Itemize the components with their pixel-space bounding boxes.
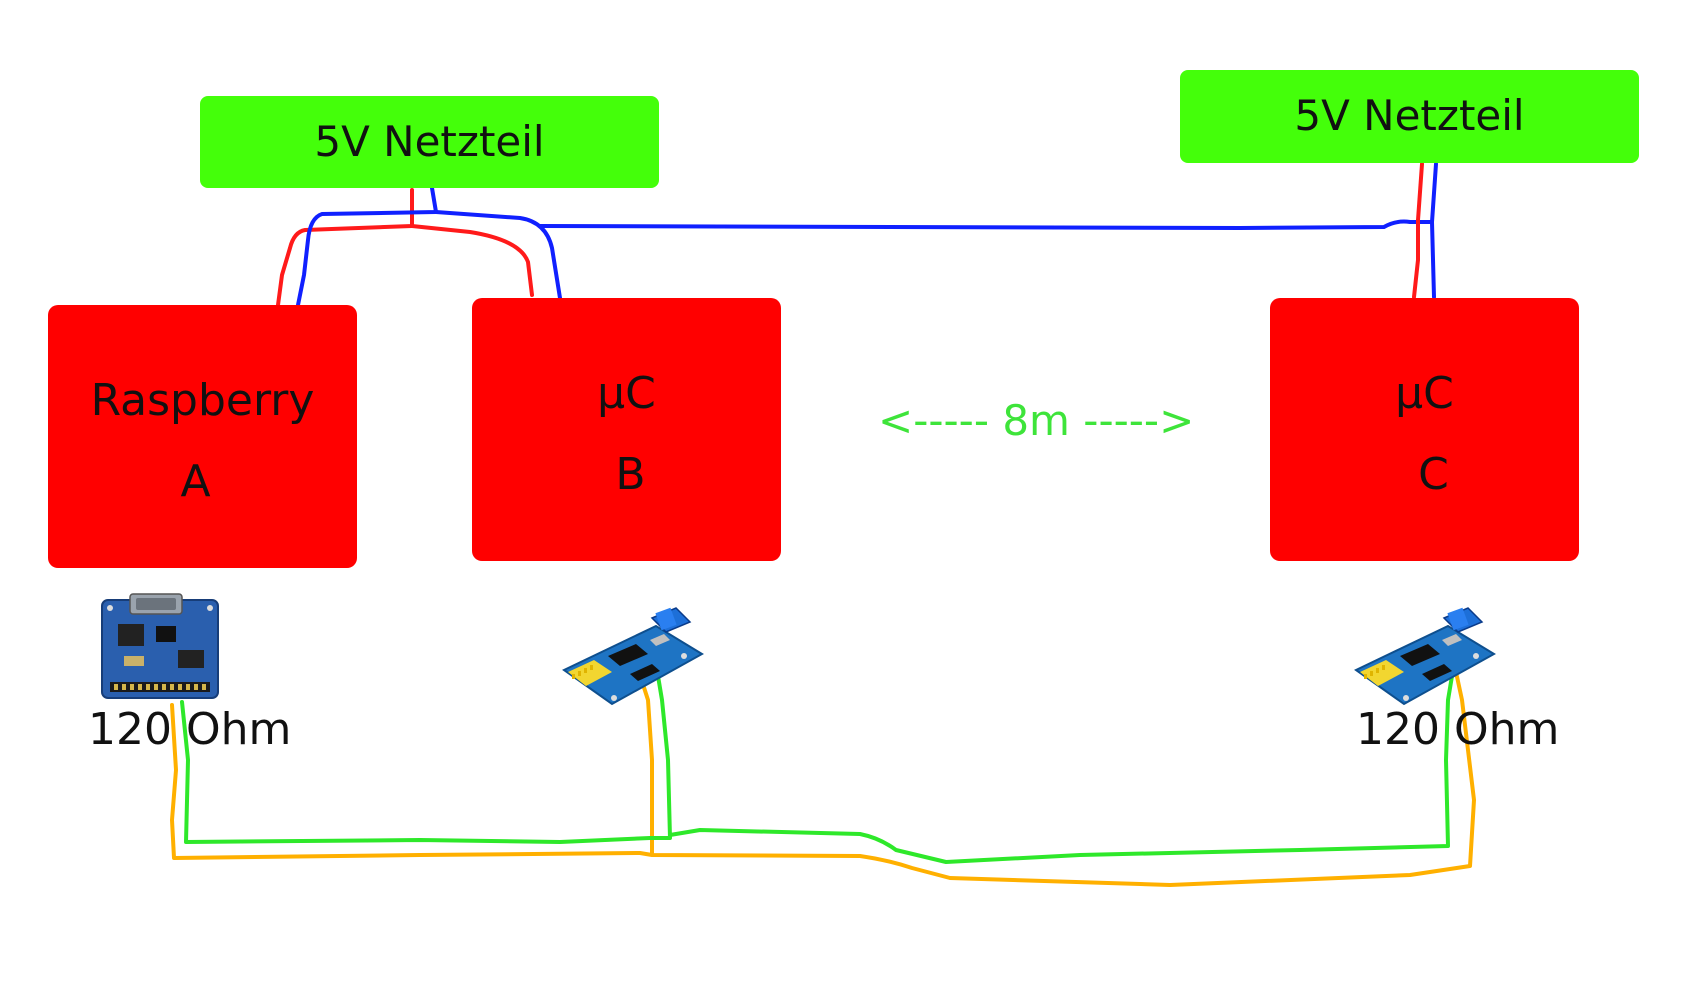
power-wire-blue-trunk <box>538 219 1432 230</box>
terminator-label-c: 120 Ohm <box>1356 704 1560 755</box>
can-hat-module-a-icon <box>101 593 219 699</box>
node-b-id: B <box>615 448 646 500</box>
can-module-c-icon <box>1354 607 1496 706</box>
node-a-id: A <box>180 455 211 507</box>
terminator-label-a: 120 Ohm <box>88 704 292 755</box>
can-high-wire <box>170 670 1476 887</box>
can-low-wire <box>180 674 1454 864</box>
node-a-name: Raspberry <box>90 374 315 426</box>
node-c-id: C <box>1418 448 1449 500</box>
power-wire-blue-right <box>1430 162 1438 299</box>
node-raspberry-a: Raspberry A <box>48 305 357 568</box>
psu-left-label: 5V Netzteil <box>314 116 545 166</box>
node-c-name: µC <box>1395 367 1454 419</box>
psu-right: 5V Netzteil <box>1180 70 1639 163</box>
psu-left: 5V Netzteil <box>200 96 659 188</box>
power-wire-red-left-a <box>276 188 414 307</box>
power-wire-red-right <box>1412 162 1424 299</box>
node-uc-b: µC B <box>472 298 781 561</box>
power-wire-blue-left-a <box>296 186 438 307</box>
can-module-b-icon <box>562 607 704 706</box>
node-uc-c: µC C <box>1270 298 1579 561</box>
node-b-name: µC <box>597 367 656 419</box>
power-wire-red-left-b <box>410 224 534 297</box>
distance-label: <----- 8m -----> <box>878 396 1195 445</box>
psu-right-label: 5V Netzteil <box>1294 91 1525 141</box>
